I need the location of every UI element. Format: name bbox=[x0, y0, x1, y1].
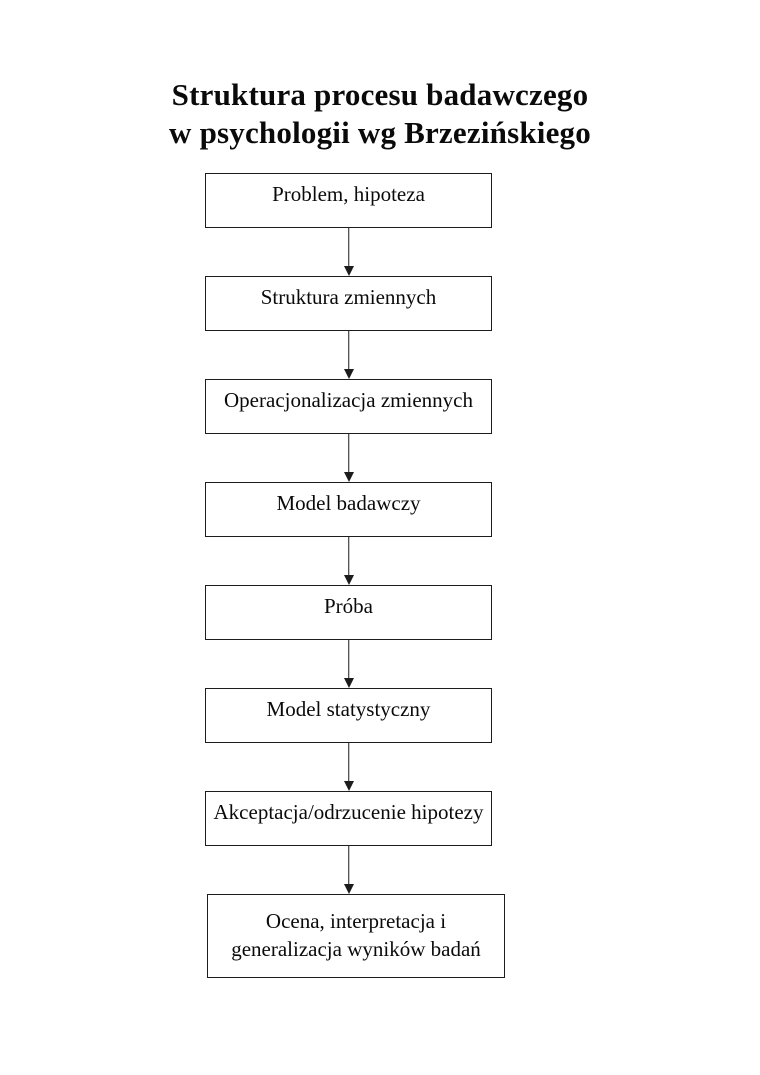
flow-step-model-statystyczny: Model statystyczny bbox=[205, 688, 492, 743]
flow-step-label: Struktura zmiennych bbox=[260, 285, 437, 309]
arrow-shaft bbox=[347, 743, 350, 782]
arrow-shaft bbox=[347, 434, 350, 473]
arrow-connector-2 bbox=[205, 331, 492, 379]
flow-step-label: Problem, hipoteza bbox=[272, 182, 425, 206]
arrow-down-icon bbox=[343, 472, 354, 482]
flow-step-label: Model statystyczny bbox=[266, 697, 431, 721]
arrow-connector-5 bbox=[205, 640, 492, 688]
arrow-down-icon bbox=[343, 575, 354, 585]
arrow-connector-7 bbox=[205, 846, 492, 894]
flow-step-label: Akceptacja/odrzucenie hipotezy bbox=[213, 800, 484, 824]
flow-step-struktura-zmiennych: Struktura zmiennych bbox=[205, 276, 492, 331]
arrow-down-icon bbox=[343, 266, 354, 276]
arrow-shaft bbox=[347, 537, 350, 576]
flow-step-label: Model badawczy bbox=[276, 491, 421, 515]
arrow-down-icon bbox=[343, 781, 354, 791]
arrow-connector-6 bbox=[205, 743, 492, 791]
flow-step-ocena-interpretacja-generalizacja: Ocena, interpretacja i generalizacja wyn… bbox=[207, 894, 505, 978]
flow-step-label: Operacjonalizacja zmiennych bbox=[224, 388, 473, 412]
flow-step-label: Próba bbox=[324, 594, 373, 618]
arrow-connector-4 bbox=[205, 537, 492, 585]
arrow-down-icon bbox=[343, 369, 354, 379]
diagram-title-line1: Struktura procesu badawczego bbox=[171, 76, 589, 112]
flow-step-label: Ocena, interpretacja i generalizacja wyn… bbox=[231, 909, 481, 961]
flow-step-proba: Próba bbox=[205, 585, 492, 640]
arrow-shaft bbox=[347, 640, 350, 679]
flow-step-model-badawczy: Model badawczy bbox=[205, 482, 492, 537]
arrow-shaft bbox=[347, 228, 350, 267]
diagram-title-line2: w psychologii wg Brzezińskiego bbox=[169, 114, 591, 150]
arrow-connector-3 bbox=[205, 434, 492, 482]
flowchart: Problem, hipoteza Struktura zmiennych Op… bbox=[205, 173, 505, 978]
arrow-down-icon bbox=[343, 884, 354, 894]
arrow-shaft bbox=[347, 846, 350, 885]
arrow-down-icon bbox=[343, 678, 354, 688]
diagram-title: Struktura procesu badawczego w psycholog… bbox=[0, 76, 760, 152]
arrow-shaft bbox=[347, 331, 350, 370]
flow-step-operacjonalizacja-zmiennych: Operacjonalizacja zmiennych bbox=[205, 379, 492, 434]
flow-step-problem-hipoteza: Problem, hipoteza bbox=[205, 173, 492, 228]
arrow-connector-1 bbox=[205, 228, 492, 276]
flow-step-akceptacja-odrzucenie-hipotezy: Akceptacja/odrzucenie hipotezy bbox=[205, 791, 492, 846]
